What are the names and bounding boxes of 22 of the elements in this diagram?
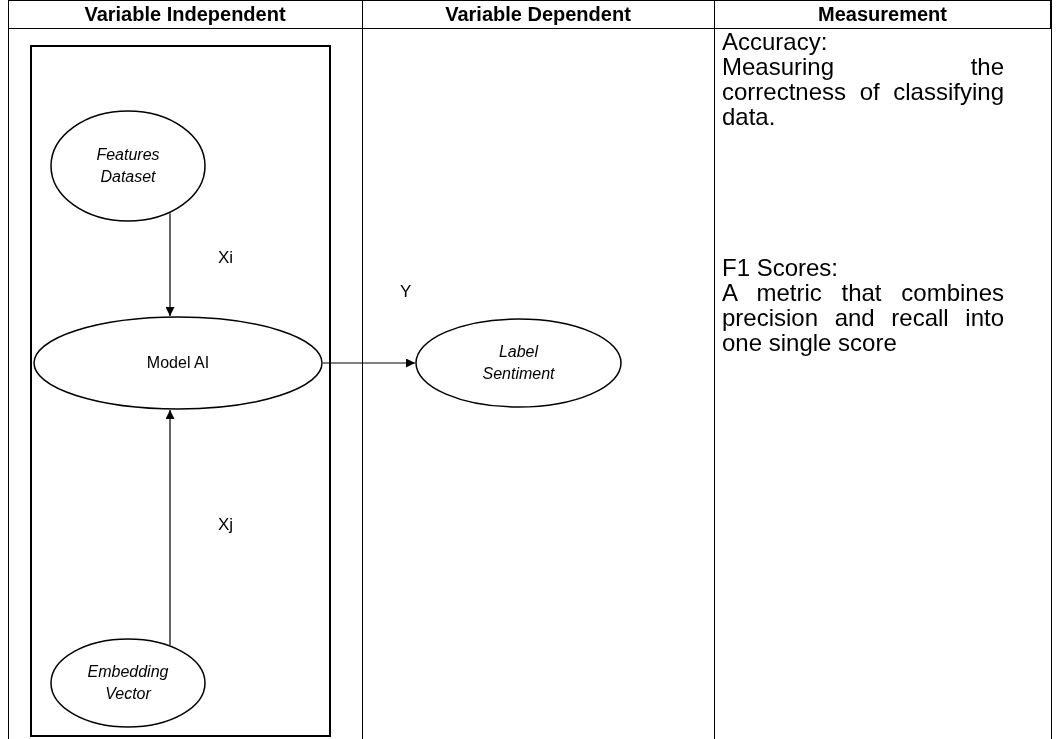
heading-text: Accuracy: [722, 29, 829, 54]
group-frame [30, 45, 331, 737]
arrow [322, 358, 416, 368]
arrow [165, 212, 175, 317]
oval-node [33, 316, 323, 410]
description-text: Measuring the correctness of classifying data. [722, 54, 1004, 129]
oval-node [50, 638, 206, 728]
oval-node [50, 110, 206, 222]
arrow [165, 409, 175, 646]
heading-text: F1 Scores: [722, 255, 840, 280]
edge-label: Xi [218, 248, 234, 268]
edge-label: Xj [218, 515, 234, 535]
column-header: Variable Independent [83, 3, 287, 26]
node-label: Label Sentiment [481, 341, 556, 384]
column-header: Measurement [817, 3, 948, 26]
node-label: Features Dataset [95, 144, 161, 187]
description-text: A metric that combines precision and recall into one single score [722, 280, 1004, 355]
edge-label: Y [400, 282, 412, 302]
node-label: Embedding Vector [86, 661, 170, 704]
node-label: Model AI [146, 352, 210, 373]
oval-node [415, 318, 622, 408]
column-header: Variable Dependent [444, 3, 632, 26]
